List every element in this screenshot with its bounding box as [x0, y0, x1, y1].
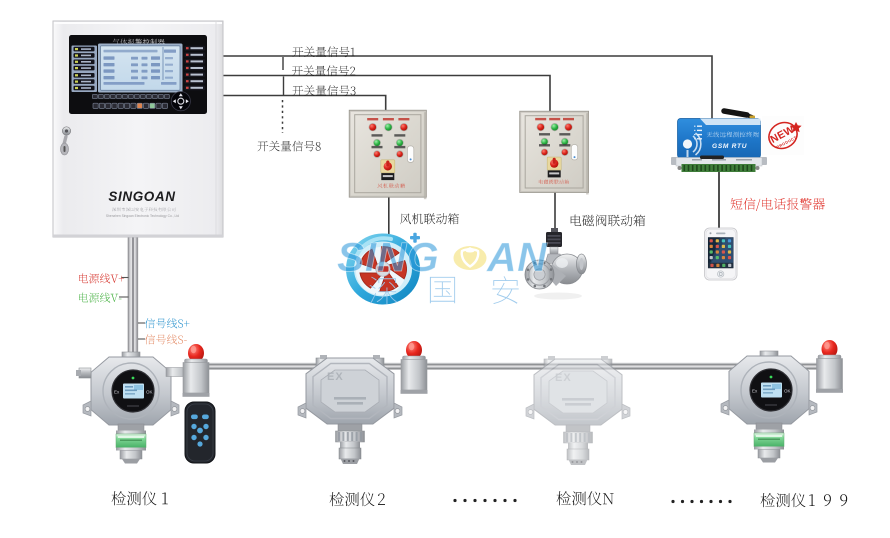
- svg-text:OK: OK: [784, 389, 791, 394]
- svg-text:AN: AN: [486, 234, 548, 280]
- svg-text:OK: OK: [146, 390, 153, 395]
- svg-text:EX: EX: [555, 372, 572, 384]
- svg-text:SINGOAN: SINGOAN: [108, 189, 175, 204]
- svg-text:Shenzhen Singoan Electronic Te: Shenzhen Singoan Electronic Technology C…: [106, 214, 179, 218]
- svg-text:Ex: Ex: [114, 390, 120, 395]
- svg-text:EX: EX: [327, 371, 344, 383]
- svg-text:Ex: Ex: [752, 389, 758, 394]
- svg-text:SING: SING: [337, 234, 439, 280]
- svg-text:GSM RTU: GSM RTU: [712, 143, 747, 150]
